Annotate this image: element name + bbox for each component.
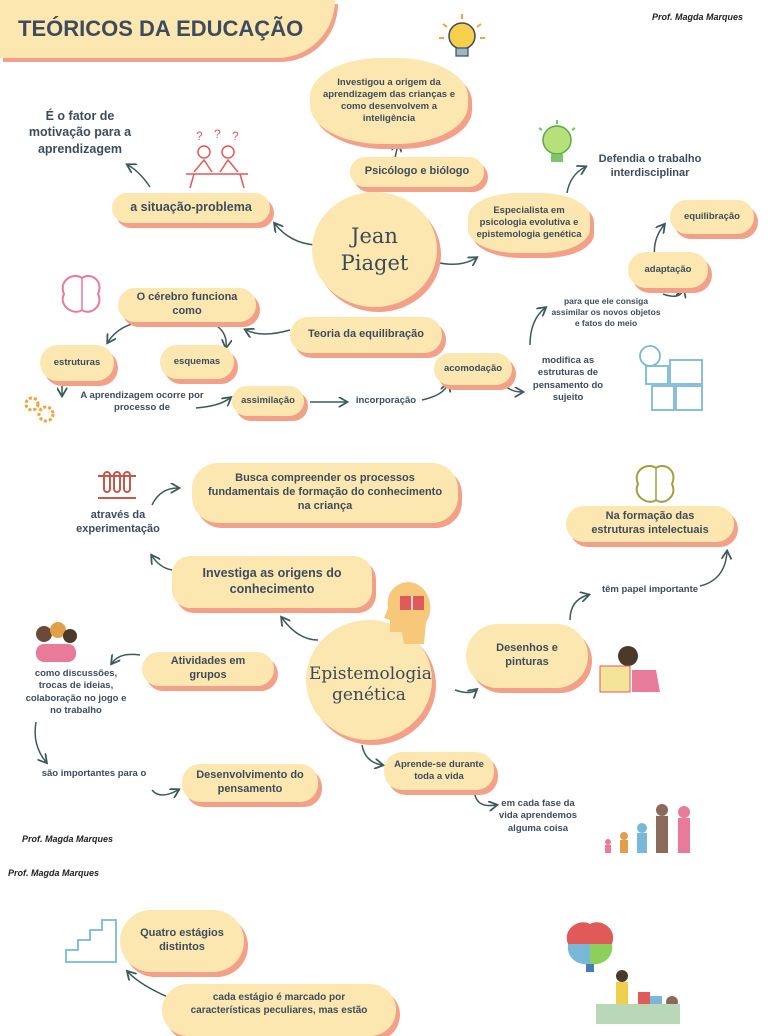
node-esquemas: esquemas: [160, 345, 234, 379]
credit-mid: Prof. Magda Marques: [22, 834, 114, 844]
desenhos-text: Desenhos e pinturas: [496, 642, 558, 668]
atividades-text: Atividades em grupos: [170, 655, 246, 681]
investiga-text: Investiga as origens do conhecimento: [202, 566, 342, 596]
puzzle-brain-color-icon: [560, 916, 620, 974]
epistemologia-center-label: Epistemologia genética: [309, 663, 432, 705]
node-psicologo: Psicólogo e biólogo: [350, 157, 484, 187]
origem-text: Investigou a origem da aprendizagem das …: [322, 77, 455, 124]
assimilacao-text: assimilação: [241, 395, 295, 407]
fase-text: em cada fase da vida aprendemos alguma c…: [498, 798, 578, 834]
svg-text:?: ?: [232, 129, 239, 143]
node-teoria: Teoria da equilibração: [290, 317, 442, 353]
credit-top: Prof. Magda Marques: [652, 12, 744, 22]
node-acomodacao: acomodação: [434, 353, 512, 385]
credit-bottom: Prof. Magda Marques: [8, 868, 100, 878]
desenvolvimento-text: Desenvolvimento do pensamento: [196, 769, 304, 795]
puzzle-bulb-icon: [534, 118, 580, 168]
defendia-text: Defendia o trabalho interdisciplinar: [598, 153, 702, 180]
situacao-text: a situação-problema: [130, 200, 252, 215]
node-desenhos: Desenhos e pinturas: [466, 624, 588, 688]
svg-text:?: ?: [196, 129, 203, 143]
piaget-center-node: Jean Piaget: [312, 192, 437, 307]
brain-puzzle-icon-2: [628, 460, 682, 508]
piaget-center-label: Jean Piaget: [340, 224, 409, 275]
modifica-text: modifica as estruturas de pensamento do …: [532, 355, 604, 404]
node-situacao: a situação-problema: [112, 193, 270, 223]
node-atividades: Atividades em grupos: [142, 652, 274, 686]
node-formacao: Na formação das estruturas intelectuais: [566, 506, 734, 542]
node-desenvolvimento: Desenvolvimento do pensamento: [182, 764, 318, 802]
node-especialista: Especialista em psicologia evolutiva e e…: [468, 193, 590, 253]
acomodacao-text: acomodação: [443, 363, 503, 375]
node-aprende: Aprende-se durante toda a vida: [384, 752, 494, 790]
thinking-people-icon: ? ? ?: [182, 127, 252, 190]
head-puzzle-icon: [636, 342, 708, 414]
node-quatro: Quatro estágios distintos: [120, 910, 244, 972]
gears-icon: [22, 394, 56, 424]
page-title: TEÓRICOS DA EDUCAÇÃO: [18, 16, 304, 41]
node-cerebro: O cérebro funciona como: [118, 288, 256, 322]
fator-text: É o fator de motivação para a aprendizag…: [28, 109, 132, 156]
assimilar-text: para que ele consiga assimilar os novos …: [551, 296, 661, 329]
test-tubes-icon: [96, 468, 138, 504]
adaptacao-text: adaptação: [644, 264, 692, 276]
estruturas-text: estruturas: [53, 357, 101, 369]
cerebro-text: O cérebro funciona como: [136, 291, 238, 317]
aprende-text: Aprende-se durante toda a vida: [394, 759, 484, 782]
papel-text: têm papel importante: [601, 584, 699, 595]
kids-blocks-icon: [592, 966, 684, 1024]
group-hug-icon: [32, 620, 80, 664]
brain-puzzle-icon: [54, 270, 108, 318]
incorporacao-text: incorporação: [355, 395, 417, 406]
node-assimilacao: assimilação: [232, 386, 304, 416]
head-book-icon: [380, 578, 438, 648]
formacao-text: Na formação das estruturas intelectuais: [591, 510, 709, 536]
node-origem: Investigou a origem da aprendizagem das …: [310, 58, 468, 144]
equilibracao-alt-text: equilibração: [684, 211, 740, 223]
node-estruturas: estruturas: [40, 345, 114, 381]
lightbulb-icon: [434, 10, 490, 66]
discussoes-text: como discussões, trocas de ideias, colab…: [25, 668, 127, 717]
teoria-text: Teoria da equilibração: [308, 328, 424, 341]
aprendizagem-text: A aprendizagem ocorre por processo de: [80, 390, 204, 414]
busca-text: Busca compreender os processos fundament…: [207, 472, 443, 512]
child-painting-icon: [596, 640, 664, 696]
psicologo-text: Psicólogo e biólogo: [364, 165, 470, 178]
stairs-icon: [62, 914, 120, 966]
esquemas-text: esquemas: [173, 356, 221, 368]
node-equilibracao-alt: equilibração: [670, 200, 754, 234]
node-investiga: Investiga as origens do conhecimento: [172, 556, 372, 608]
experimentacao-text: através da experimentação: [76, 509, 160, 536]
title-banner: [0, 0, 335, 58]
node-busca: Busca compreender os processos fundament…: [192, 463, 458, 523]
node-cada: cada estágio é marcado por característic…: [162, 984, 396, 1036]
svg-text:?: ?: [214, 128, 221, 141]
cada-text: cada estágio é marcado por característic…: [190, 992, 368, 1016]
quatro-text: Quatro estágios distintos: [140, 927, 224, 953]
especialista-text: Especialista em psicologia evolutiva e e…: [476, 205, 582, 240]
importantes-text: são importantes para o: [41, 768, 147, 779]
node-adaptacao: adaptação: [628, 252, 708, 288]
family-icon: [600, 802, 696, 854]
